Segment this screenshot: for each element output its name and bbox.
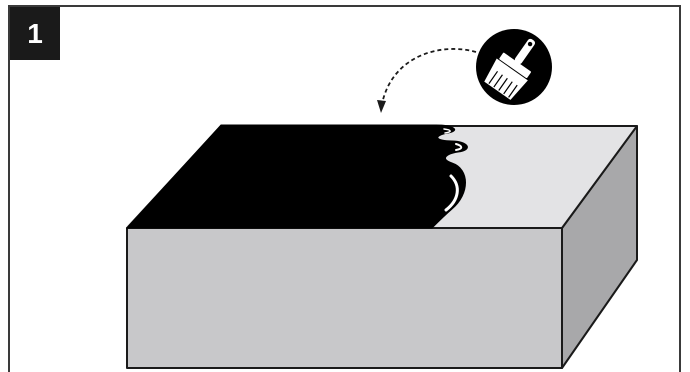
paintbrush-icon	[476, 29, 552, 105]
paint-highlight	[455, 143, 463, 151]
block-front-face	[126, 227, 563, 369]
paint-highlight	[444, 174, 459, 212]
paint-highlight	[443, 128, 451, 134]
arrow-head	[377, 100, 386, 113]
paint-coating	[125, 124, 468, 229]
step-number-badge: 1	[10, 7, 60, 60]
dashed-curved-arrow-icon	[381, 48, 477, 105]
